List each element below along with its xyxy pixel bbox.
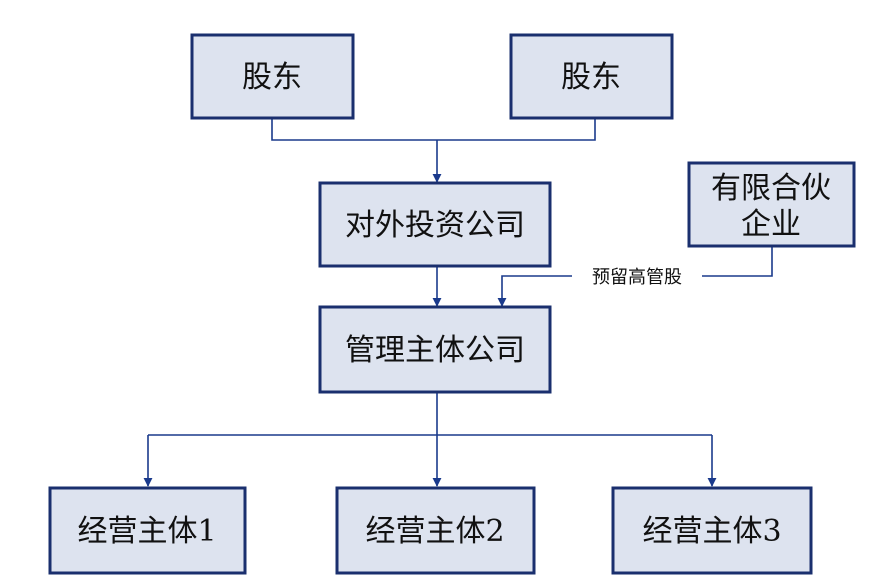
operating-entity-box-1: 经营主体1 <box>48 486 247 575</box>
external-investment-company-box: 对外投资公司 <box>318 181 552 268</box>
management-company-label: 管理主体公司 <box>345 333 525 368</box>
operating-entity-2-label: 经营主体2 <box>365 514 504 549</box>
operating-entity-3-label: 经营主体3 <box>642 514 781 549</box>
operating-entity-box-2: 经营主体2 <box>335 486 536 575</box>
connector-partnership-to-management <box>702 247 773 277</box>
shareholder-box-2: 股东 <box>509 33 674 120</box>
limited-partnership-box: 有限合伙 企业 <box>687 161 856 248</box>
external-investment-company-label: 对外投资公司 <box>345 208 525 243</box>
limited-partnership-label-line-1: 有限合伙 <box>711 171 831 206</box>
shareholder-2-label: 股东 <box>561 60 621 95</box>
shareholder-box-1: 股东 <box>190 33 355 120</box>
connector-shareholder-2-to-investment <box>437 118 596 141</box>
management-company-box: 管理主体公司 <box>318 305 552 394</box>
limited-partnership-label-line-2: 企业 <box>741 207 801 242</box>
operating-entity-1-label: 经营主体1 <box>77 514 216 549</box>
reserved-executive-shares-label: 预留高管股 <box>592 267 682 288</box>
connectors <box>143 118 773 487</box>
operating-entity-box-3: 经营主体3 <box>611 486 813 575</box>
arrow-reserved-shares-to-management <box>497 275 572 307</box>
shareholder-1-label: 股东 <box>242 60 302 95</box>
connector-shareholder-1-to-investment <box>271 118 437 141</box>
